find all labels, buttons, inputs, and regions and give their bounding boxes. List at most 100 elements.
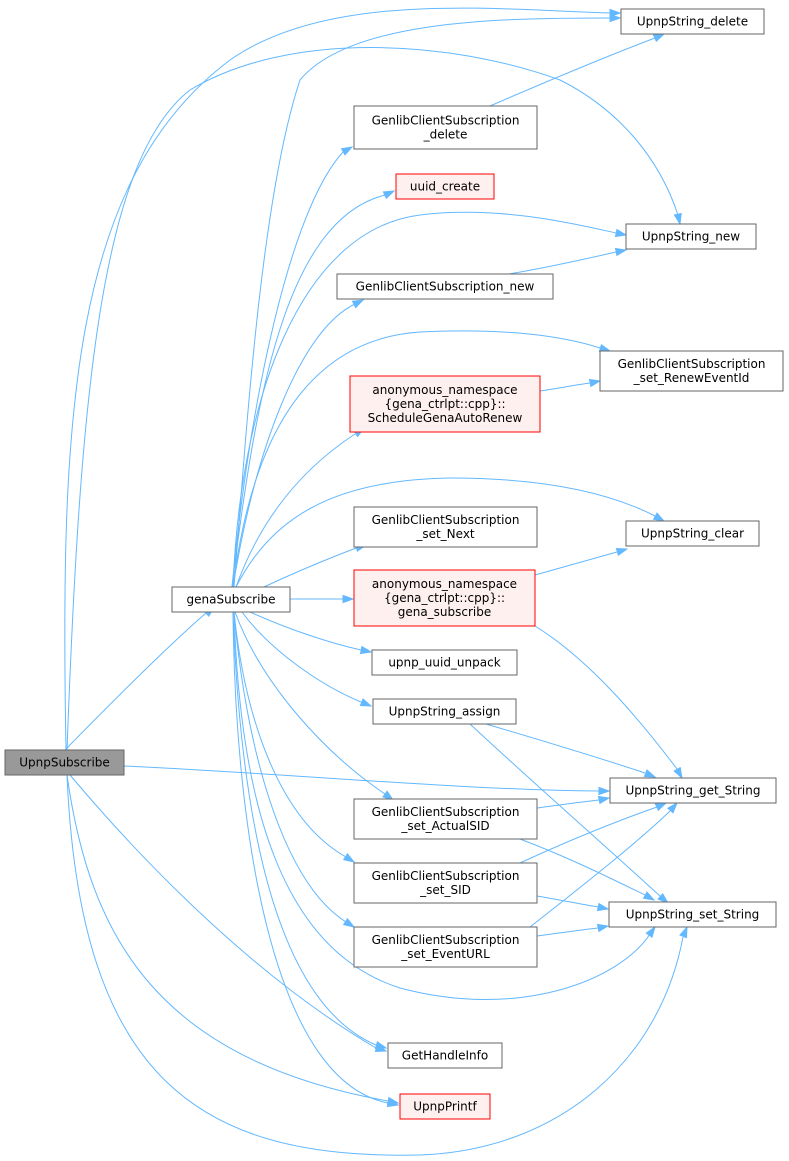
- edge-arrowhead: [609, 8, 622, 18]
- node-upnp-uuid-unpack[interactable]: upnp_uuid_unpack: [371, 649, 518, 676]
- edge-upnpsubscribe-to-upnpstring-new: [66, 47, 682, 751]
- edge-line: [233, 611, 347, 923]
- node-gena-subscribe[interactable]: anonymous_namespace{gena_ctrlpt::cpp}::g…: [353, 569, 536, 627]
- node-box: [336, 273, 554, 300]
- edge-line: [231, 194, 386, 588]
- node-box: [625, 520, 760, 547]
- edge-arrowhead: [382, 790, 395, 801]
- node-label: UpnpString_clear: [641, 527, 744, 541]
- node-box: [353, 862, 538, 904]
- node-genlibclientsubscription-set-sid[interactable]: GenlibClientSubscription_set_SID: [353, 862, 538, 904]
- edge-line: [233, 611, 651, 1000]
- edge-line: [66, 774, 389, 1102]
- node-upnpstring-delete[interactable]: UpnpString_delete: [620, 8, 765, 35]
- edge-line: [241, 611, 362, 703]
- edge-line: [233, 17, 611, 588]
- nodes-layer: UpnpSubscribe genaSubscribe UpnpString_del…: [4, 8, 784, 1120]
- edge-line: [232, 611, 389, 1104]
- node-label: uuid_create: [410, 180, 480, 194]
- node-schedulegenaautorenew[interactable]: anonymous_namespace{gena_ctrlpt::cpp}::S…: [349, 375, 541, 433]
- node-box: [625, 223, 757, 250]
- node-upnpstring-new[interactable]: UpnpString_new: [625, 223, 757, 250]
- node-label: GenlibClientSubscription: [372, 513, 520, 527]
- edge-genlibclientsubscription-set-eventurl-to-upnpstring-get-string: [529, 801, 679, 928]
- node-label: GenlibClientSubscription_new: [356, 280, 535, 294]
- edge-gena-subscribe-to-upnpstring-clear: [534, 547, 629, 576]
- node-box: [599, 350, 784, 392]
- node-upnpprintf[interactable]: UpnpPrintf: [399, 1093, 491, 1120]
- node-genasubscribe[interactable]: genaSubscribe: [171, 586, 291, 613]
- edge-genasubscribe-to-genlibclientsubscription-new: [232, 299, 365, 588]
- edge-line: [232, 611, 377, 1046]
- node-box: [353, 926, 538, 968]
- edge-arrowhead: [673, 766, 683, 780]
- node-upnpstring-clear[interactable]: UpnpString_clear: [625, 520, 760, 547]
- node-label: ScheduleGenaAutoRenew: [368, 411, 523, 425]
- edge-genasubscribe-to-genlibclientsubscription-set-next: [263, 543, 368, 588]
- node-upnpsubscribe[interactable]: UpnpSubscribe: [4, 749, 125, 776]
- edge-arrowhead: [609, 13, 622, 23]
- node-label: _delete: [423, 128, 468, 142]
- node-label: upnp_uuid_unpack: [388, 656, 500, 670]
- edge-arrowhead: [588, 378, 602, 388]
- edge-genasubscribe-to-upnpprintf: [232, 611, 400, 1108]
- node-box: [353, 569, 536, 627]
- node-uuid-create[interactable]: uuid_create: [395, 173, 495, 200]
- edge-upnpstring-assign-to-upnpstring-get-string: [485, 723, 657, 778]
- node-box: [353, 105, 538, 150]
- edge-genlibclientsubscription-set-actualsid-to-upnpstring-set-string: [519, 838, 656, 901]
- edge-line: [234, 611, 386, 795]
- edge-line: [536, 799, 600, 809]
- edge-genlibclientsubscription-set-sid-to-upnpstring-set-string: [536, 895, 610, 912]
- node-label: GenlibClientSubscription: [372, 869, 520, 883]
- node-box: [171, 586, 291, 613]
- node-label: GetHandleInfo: [402, 1049, 488, 1063]
- edge-schedulegenaautorenew-to-genlibclientsubscription-set-reneweventid: [539, 378, 602, 392]
- node-box: [371, 649, 518, 676]
- edge-line: [64, 612, 207, 751]
- node-box: [395, 173, 495, 200]
- node-label: GenlibClientSubscription: [372, 114, 520, 128]
- edge-arrowhead: [598, 786, 611, 796]
- node-upnpstring-get-string[interactable]: UpnpString_get_String: [609, 777, 777, 804]
- node-genlibclientsubscription-set-next[interactable]: GenlibClientSubscription_set_Next: [353, 506, 538, 548]
- node-box: [608, 901, 777, 928]
- edge-genlibclientsubscription-set-sid-to-upnpstring-get-string: [519, 802, 668, 864]
- node-label: UpnpString_new: [642, 230, 740, 244]
- edge-arrowhead: [342, 917, 356, 928]
- edge-genasubscribe-to-upnpstring-delete: [233, 13, 622, 588]
- edge-genasubscribe-to-gena-subscribe: [290, 594, 355, 604]
- node-gethandleinfo[interactable]: GetHandleInfo: [387, 1042, 503, 1069]
- node-upnpstring-assign[interactable]: UpnpString_assign: [372, 698, 517, 725]
- edge-arrowhead: [615, 547, 629, 557]
- edge-upnpsubscribe-to-genasubscribe: [64, 605, 216, 751]
- edge-arrowhead: [614, 247, 628, 257]
- node-label: GenlibClientSubscription: [372, 805, 520, 819]
- edge-gena-subscribe-to-upnpstring-get-string: [534, 625, 683, 780]
- node-genlibclientsubscription-set-eventurl[interactable]: GenlibClientSubscription_set_EventURL: [353, 926, 538, 968]
- edge-arrowhead: [652, 512, 666, 522]
- edge-genlibclientsubscription-new-to-upnpstring-new: [508, 247, 628, 275]
- edge-genasubscribe-to-upnpstring-assign: [241, 611, 373, 707]
- node-genlibclientsubscription-delete[interactable]: GenlibClientSubscription_delete: [353, 105, 538, 150]
- edge-genasubscribe-to-schedulegenaautorenew: [235, 427, 366, 588]
- node-upnpstring-set-string[interactable]: UpnpString_set_String: [608, 901, 777, 928]
- edge-line: [539, 382, 591, 392]
- edge-arrowhead: [598, 343, 612, 353]
- edge-line: [232, 303, 356, 588]
- edge-arrowhead: [673, 212, 682, 226]
- edge-arrowhead: [643, 769, 657, 778]
- node-box: [372, 698, 517, 725]
- edge-line: [123, 765, 600, 792]
- edge-line: [233, 611, 347, 858]
- node-label: UpnpString_assign: [389, 705, 501, 719]
- node-label: {gena_ctrlpt::cpp}::: [384, 591, 505, 605]
- edge-line: [66, 774, 684, 1156]
- node-genlibclientsubscription-set-reneweventid[interactable]: GenlibClientSubscription_set_RenewEventI…: [599, 350, 784, 392]
- node-genlibclientsubscription-set-actualsid[interactable]: GenlibClientSubscription_set_ActualSID: [353, 798, 538, 840]
- node-genlibclientsubscription-new[interactable]: GenlibClientSubscription_new: [336, 273, 554, 300]
- edge-arrowhead: [679, 925, 688, 939]
- edge-arrowhead: [386, 1098, 400, 1108]
- edge-line: [519, 806, 658, 864]
